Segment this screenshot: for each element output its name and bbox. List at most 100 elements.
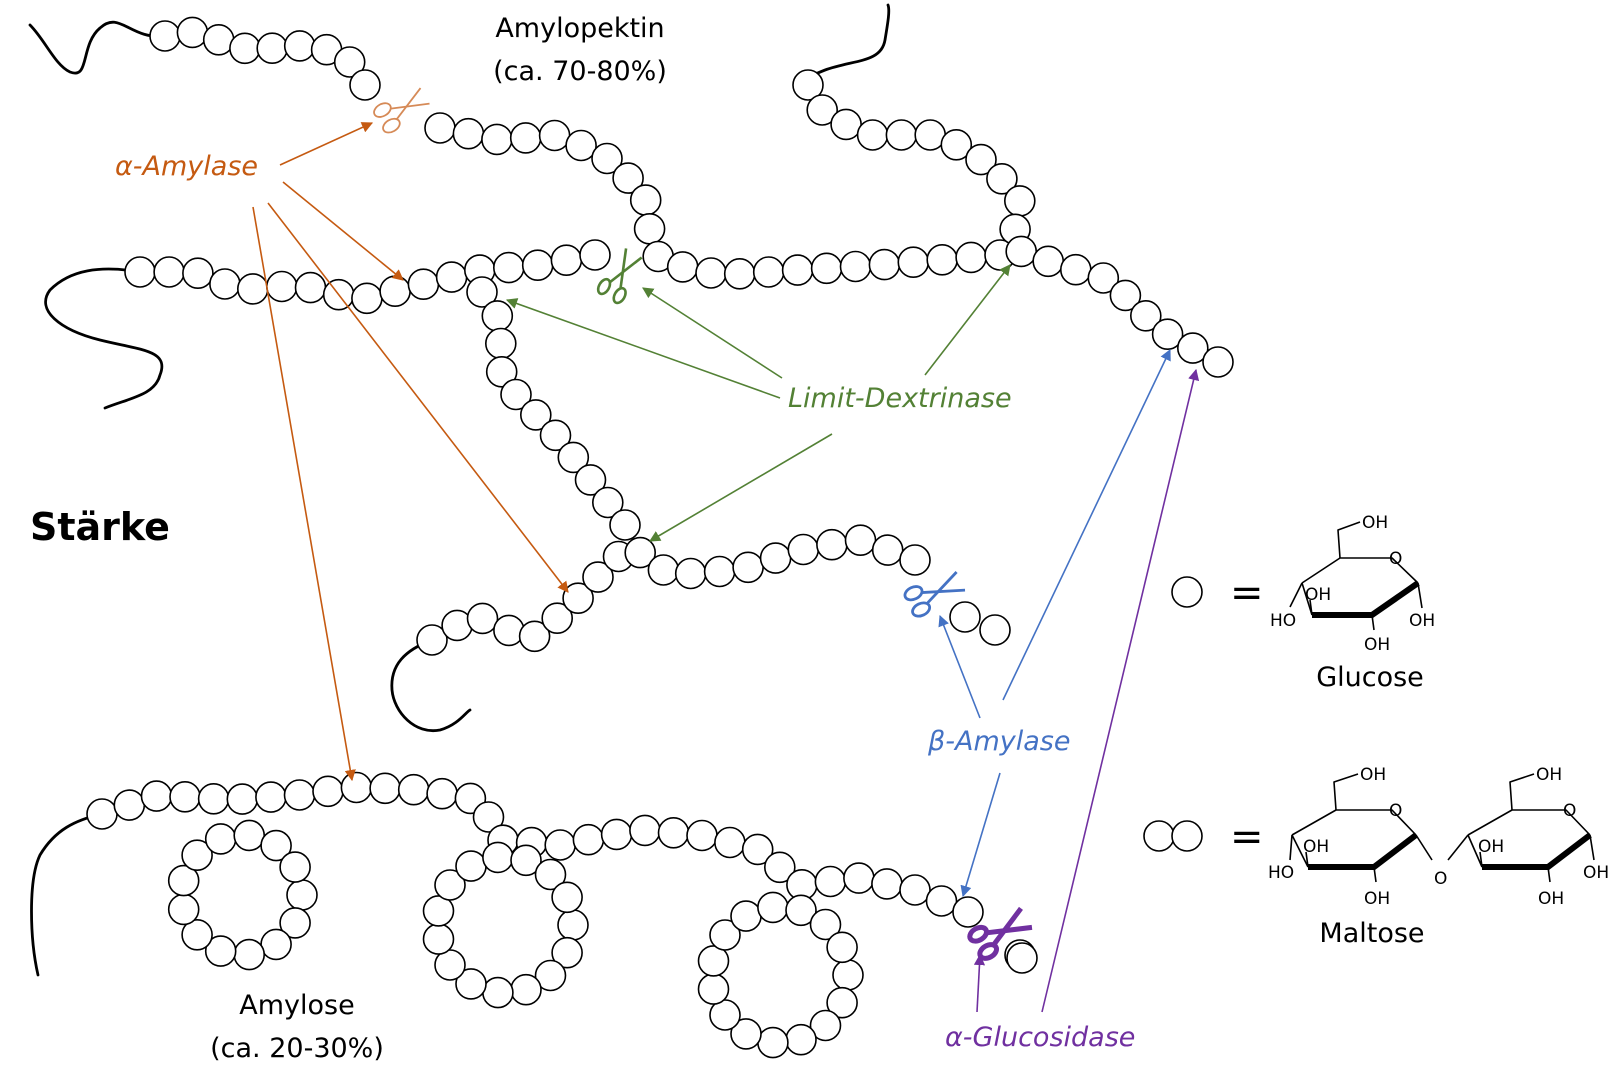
glucose-bead: [209, 268, 241, 300]
glucose-bead: [124, 256, 156, 288]
maltose-oh-bottom-1: OH: [1364, 889, 1390, 909]
glucose-bead: [899, 874, 931, 906]
glucose-bead: [757, 891, 789, 924]
glucose-bead: [283, 30, 316, 62]
glucose-bead: [202, 23, 235, 56]
glucose-bead: [1003, 185, 1036, 217]
maltose-ring-o-1: O: [1389, 801, 1402, 821]
glucose-bead: [153, 256, 185, 288]
glucose-bead: [565, 129, 597, 162]
glucose-bead: [633, 213, 666, 245]
glucose-bead: [369, 772, 401, 805]
glucose-bead: [843, 862, 875, 894]
glucose-bead: [624, 536, 657, 569]
glucose-ho-left: HO: [1270, 611, 1296, 631]
glucose-bead: [579, 239, 611, 271]
glucose-bead: [485, 355, 518, 388]
glucose-bead: [666, 251, 699, 283]
amylose-helix-2: [422, 841, 589, 1009]
glucose-bead: [169, 780, 201, 813]
limit-dextrinase-arrow: [924, 264, 1011, 376]
glucose-bead: [792, 69, 824, 101]
glucose-bead: [312, 775, 344, 808]
glucose-bead: [647, 554, 680, 586]
maltose-bridge-o: O: [1434, 869, 1447, 889]
glucose-bead: [785, 894, 817, 927]
glucose-bead: [730, 1018, 762, 1050]
glucose-bead: [466, 602, 499, 635]
maltose-oh-right-2: OH: [1583, 863, 1609, 883]
glucose-bead: [283, 779, 316, 811]
glucose-bead: [518, 620, 551, 653]
glucose-bead: [856, 119, 889, 151]
glucose-bead: [612, 162, 644, 194]
glucose-bead: [600, 818, 633, 851]
glucose-bead: [609, 509, 641, 541]
glucose-bead: [949, 601, 981, 633]
glucose-bead: [814, 865, 847, 898]
amylose-helix-1: [167, 819, 318, 971]
glucose-bead: [167, 893, 200, 926]
glucose-bead: [484, 327, 517, 360]
glucose-bead: [510, 844, 542, 877]
glucose-bead: [844, 524, 877, 557]
glucose-equals: =: [1230, 570, 1264, 616]
glucose-bead: [809, 908, 842, 941]
amylose-chain: [86, 771, 984, 928]
maltose-legend: = OH O OH HO OH O OH O OH OH OH: [1143, 765, 1609, 949]
glucose-bead: [899, 544, 931, 576]
glucose-bead: [481, 300, 514, 332]
glucose-bead: [519, 399, 552, 431]
glucose-bead: [550, 244, 583, 277]
glucose-bead: [582, 561, 614, 593]
glucose-bead: [140, 780, 173, 812]
glucose-bead: [521, 249, 554, 282]
maltose-label: Maltose: [1319, 918, 1424, 949]
alpha-amylase-arrow: [279, 122, 374, 166]
beta-amylase-arrow: [1002, 348, 1171, 701]
amylopektin-label: Amylopektin: [495, 13, 664, 44]
amylopektin-share: (ca. 70-80%): [493, 56, 667, 87]
glucose-bead: [1202, 346, 1234, 378]
glucose-bead: [534, 959, 567, 992]
maltose-ho-left-1: HO: [1268, 863, 1294, 883]
chain-tails: [28, 3, 891, 977]
glucose-bead: [452, 117, 485, 150]
amylopektin-chain-lower: [416, 524, 931, 656]
glucose-bead: [237, 273, 269, 305]
glucose-bead: [816, 528, 848, 561]
glucose-bead: [1087, 262, 1120, 294]
amylopektin-chain-diagonal: [466, 276, 641, 541]
glucose-bead: [182, 257, 214, 290]
glucose-bead: [955, 241, 987, 274]
glucose-bead: [697, 973, 730, 1005]
glucose-bead: [538, 119, 571, 152]
limit-dextrinase-arrow: [505, 298, 781, 399]
glucose-bead: [434, 869, 466, 901]
glucose-bead: [897, 246, 930, 279]
glucose-oh-inner: OH: [1305, 585, 1331, 605]
glucose-bead: [714, 826, 746, 859]
glucose-ring-o: O: [1389, 549, 1402, 569]
glucose-bead: [256, 32, 289, 65]
glucose-structure: [1289, 521, 1423, 631]
glucose-bead: [926, 243, 959, 276]
glucose-bead: [260, 928, 292, 961]
maltose-oh-inner-1: OH: [1303, 837, 1329, 857]
amylose-share: (ca. 20-30%): [210, 1033, 384, 1064]
glucose-bead: [785, 1023, 817, 1056]
glucose-bead: [551, 936, 583, 969]
amylopektin-chain-upper: [424, 112, 1016, 290]
scissors-icon: [967, 906, 1033, 961]
glucose-bead: [426, 777, 458, 810]
glucose-bead: [1032, 245, 1064, 278]
limit-dextrinase-arrow: [642, 287, 783, 379]
glucose-bead: [434, 949, 466, 981]
glucose-bead: [986, 163, 1018, 195]
glucose-bead: [333, 46, 366, 78]
beta-amylase-arrow: [960, 772, 1001, 898]
glucose-bead: [534, 858, 567, 891]
beta-amylase-arrow: [938, 614, 981, 719]
glucose-bead: [407, 268, 440, 301]
glucose-bead: [500, 378, 532, 411]
